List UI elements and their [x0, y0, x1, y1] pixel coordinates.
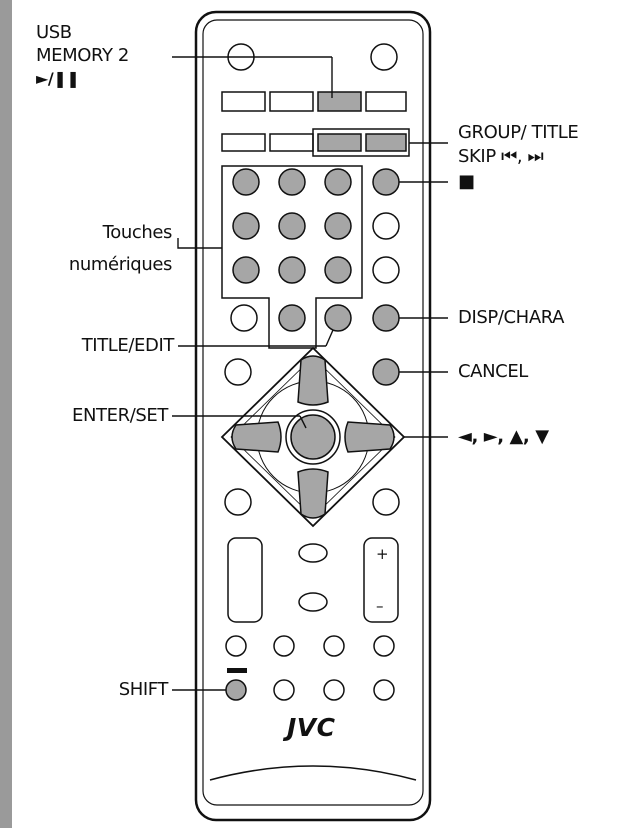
page-side-bar	[0, 0, 12, 828]
disp-chara-button[interactable]	[372, 304, 400, 332]
label-group-line2: SKIP ⏮, ⏭	[458, 146, 544, 167]
side-button-row3[interactable]	[372, 256, 400, 284]
bottom-button-r2-3[interactable]	[323, 679, 345, 701]
left-arrow-button[interactable]	[231, 421, 282, 453]
label-shift: SHIFT	[118, 679, 169, 700]
label-enter-set: ENTER/SET	[72, 405, 168, 426]
remote-bottom-curve	[209, 765, 417, 781]
right-arrow-button[interactable]	[344, 421, 395, 453]
down-arrow-button[interactable]	[297, 468, 329, 519]
top-right-round-button[interactable]	[370, 43, 398, 71]
bottom-button-r1-4[interactable]	[373, 635, 395, 657]
stop-button[interactable]	[372, 168, 400, 196]
source-button-2[interactable]	[269, 91, 314, 112]
numeric-key-4[interactable]	[232, 212, 260, 240]
label-touches-line2: numériques	[68, 254, 173, 275]
row2-button-2[interactable]	[269, 133, 314, 152]
numeric-key-7[interactable]	[232, 256, 260, 284]
bottom-button-r2-2[interactable]	[273, 679, 295, 701]
usb-memory-play-pause-button[interactable]	[317, 91, 362, 112]
numeric-key-2[interactable]	[278, 168, 306, 196]
bottom-button-r1-3[interactable]	[323, 635, 345, 657]
volume-minus-sign: –	[376, 597, 384, 615]
side-button-row2[interactable]	[372, 212, 400, 240]
right-bottom-round-button[interactable]	[372, 488, 400, 516]
numeric-key-0[interactable]	[278, 304, 306, 332]
label-cursor-arrows: ◄, ►, ▲, ▼	[458, 426, 549, 447]
numeric-key-8[interactable]	[278, 256, 306, 284]
label-group-line1: GROUP/ TITLE	[458, 122, 579, 143]
bottom-button-r2-4[interactable]	[373, 679, 395, 701]
remote-body-inner	[202, 19, 424, 806]
label-cancel: CANCEL	[458, 361, 528, 382]
left-bottom-round-button[interactable]	[224, 488, 252, 516]
numeric-key-3[interactable]	[324, 168, 352, 196]
volume-rocker[interactable]	[363, 537, 399, 623]
numeric-key-9[interactable]	[324, 256, 352, 284]
bottom-left-key[interactable]	[230, 304, 258, 332]
shift-button[interactable]	[225, 679, 247, 701]
left-top-round-button[interactable]	[224, 358, 252, 386]
center-lower-button[interactable]	[298, 592, 328, 612]
leader-touches	[177, 238, 222, 249]
numeric-key-5[interactable]	[278, 212, 306, 240]
numeric-key-1[interactable]	[232, 168, 260, 196]
bottom-button-r1-2[interactable]	[273, 635, 295, 657]
label-usb-line3: ►/❚❚	[36, 69, 80, 88]
shift-indicator-bar	[227, 668, 247, 673]
skip-prev-button[interactable]	[317, 133, 362, 152]
volume-plus-sign: +	[376, 545, 389, 563]
numeric-key-6[interactable]	[324, 212, 352, 240]
numeric-keys-highlight	[221, 165, 363, 349]
cancel-button[interactable]	[372, 358, 400, 386]
left-rocker[interactable]	[227, 537, 263, 623]
leader-enter-set-drop	[299, 415, 307, 429]
skip-next-button[interactable]	[365, 133, 407, 152]
up-arrow-button[interactable]	[297, 355, 329, 406]
title-edit-button[interactable]	[324, 304, 352, 332]
enter-set-button[interactable]	[290, 414, 336, 460]
mute-button[interactable]	[298, 543, 328, 563]
source-button-4[interactable]	[365, 91, 407, 112]
source-button-1[interactable]	[221, 91, 266, 112]
label-touches-line1: Touches	[102, 222, 173, 243]
label-usb-line1: USB	[36, 22, 72, 43]
row2-button-1[interactable]	[221, 133, 266, 152]
leader-title-edit-rise	[325, 329, 334, 347]
label-stop-symbol: ■	[458, 171, 475, 192]
label-usb-line2: MEMORY 2	[36, 45, 129, 66]
brand-logo: JVC	[287, 713, 336, 742]
label-title-edit: TITLE/EDIT	[81, 335, 175, 356]
label-disp-chara: DISP/CHARA	[458, 307, 565, 328]
bottom-button-r1-1[interactable]	[225, 635, 247, 657]
